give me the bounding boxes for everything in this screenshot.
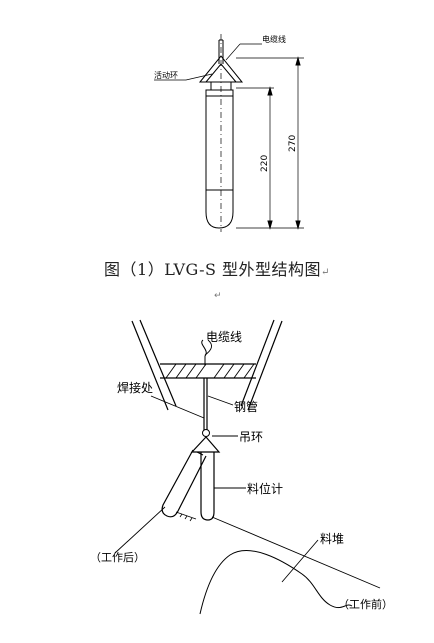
paragraph-mark: ↵: [214, 291, 222, 301]
fig1-ring-leader: [185, 73, 213, 81]
bin-right-wall: [240, 319, 275, 407]
figure1-caption-text: 图（1）LVG-S 型外型结构图: [104, 260, 322, 279]
pile-leader: [281, 539, 319, 583]
fig1-arrow: [295, 220, 301, 230]
fig1-body: [205, 89, 234, 229]
tilt-marks: [175, 511, 197, 522]
fig2-label-cable: 电缆线: [206, 330, 242, 344]
fig2-label-weld: 焊接处: [117, 380, 153, 395]
gauge-body-after: [161, 449, 207, 518]
figure1-drawing: [154, 34, 304, 232]
fig2-label-pile: 料堆: [320, 532, 344, 546]
bin-right-wall: [247, 320, 283, 411]
bin-left-wall: [139, 319, 177, 407]
fig1-dim-label-220: 220: [260, 155, 270, 172]
fig1-label-cable: 电缆线: [262, 34, 286, 44]
cable-top: [201, 339, 207, 366]
fig1-label-ring: 活动环: [154, 70, 178, 80]
fig2-label-before: （工作前）: [338, 597, 393, 611]
material-pile: [199, 550, 353, 615]
fig1-arrow: [295, 56, 301, 66]
fig1-cable-leader: [225, 43, 241, 61]
top-beam-hatch: [165, 363, 255, 379]
gauge-after-neck: [196, 451, 204, 456]
figure2-drawing: [114, 319, 381, 615]
fig2-label-steel-pipe: 钢管: [234, 399, 258, 414]
figure1-caption: 图（1）LVG-S 型外型结构图↵: [0, 256, 434, 280]
fig2-label-level-gauge: 料位计: [247, 481, 283, 496]
steel-pipe-leader: [207, 395, 234, 406]
weld-leader: [150, 395, 205, 419]
caption-paragraph-mark: ↵: [321, 267, 330, 278]
fig1-arrow: [267, 86, 273, 96]
fig2-label-hanging-ring: 吊环: [239, 430, 263, 444]
bin-left-wall: [131, 320, 169, 411]
gauge-cone: [190, 436, 221, 453]
fig2-label-after: （工作后）: [90, 551, 145, 564]
after-leader: [114, 506, 166, 554]
fig1-dim-label-270: 270: [288, 135, 298, 152]
before-leader: [211, 516, 381, 589]
hanging-ring: [202, 429, 210, 437]
gauge-body-before: [200, 452, 215, 521]
cable-leader: [204, 339, 212, 356]
fig1-arrow: [267, 220, 273, 230]
